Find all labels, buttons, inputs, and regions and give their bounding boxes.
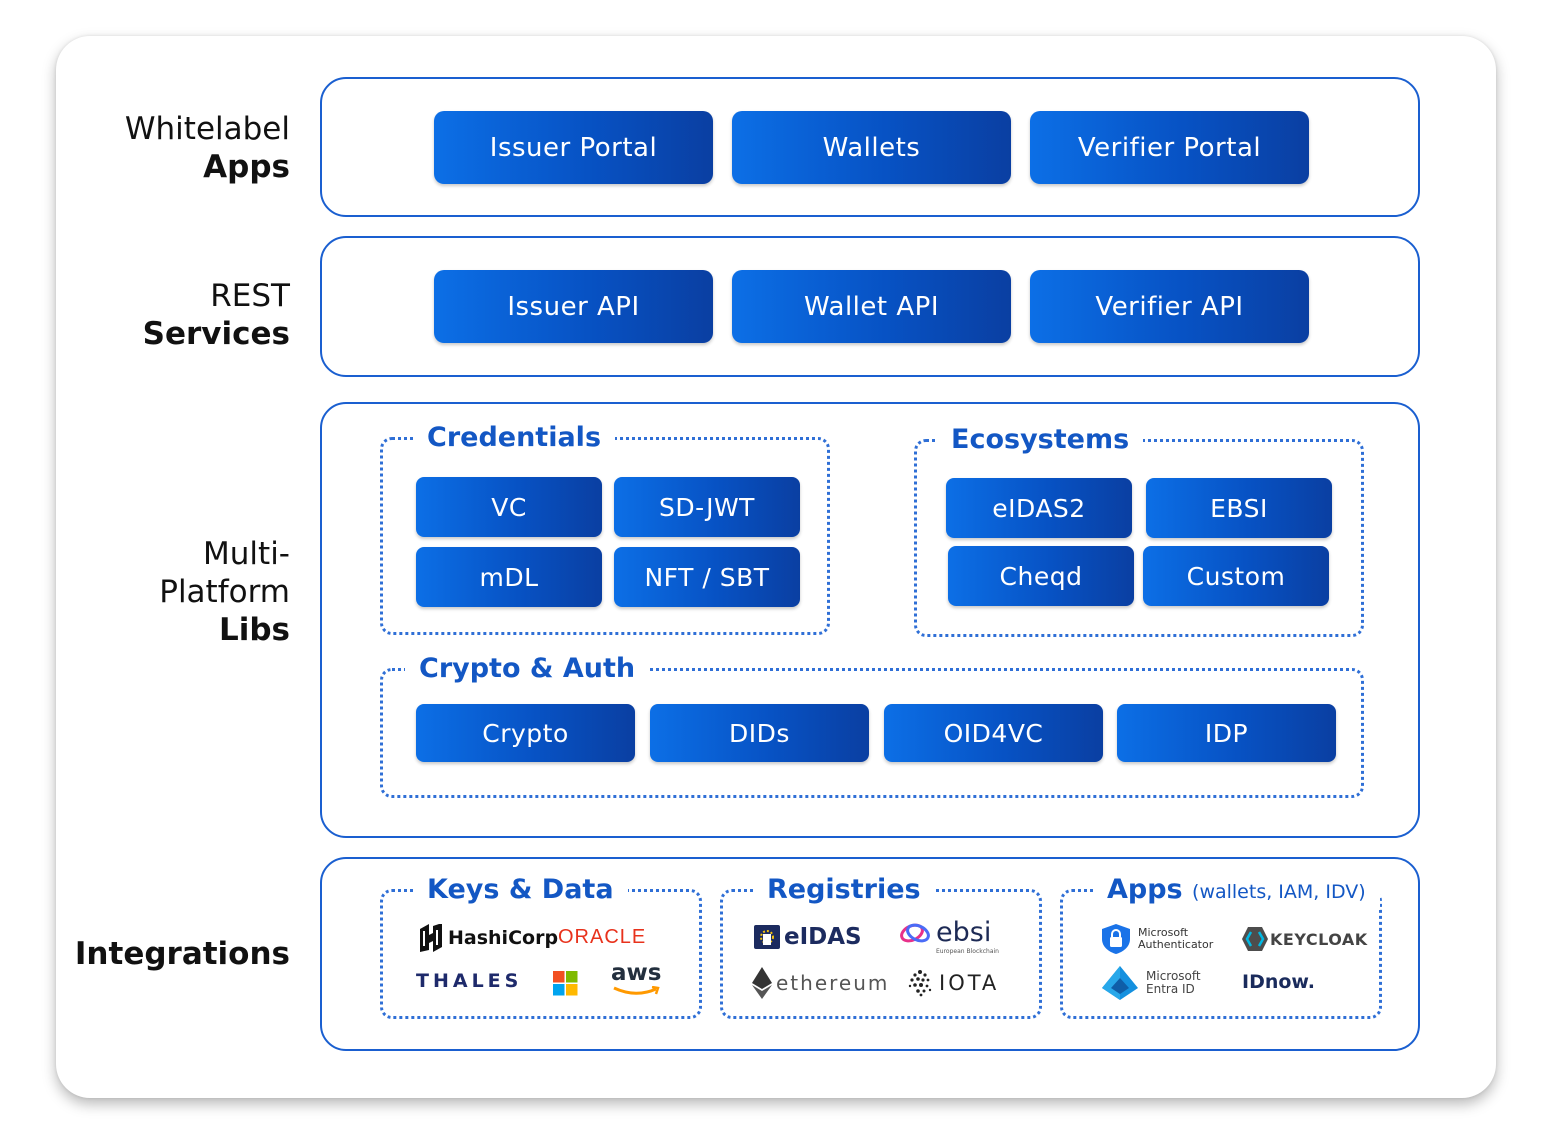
keys-data-group: Keys & Data bbox=[380, 872, 702, 1019]
oracle-text: ORACLE bbox=[558, 926, 647, 948]
wallets-box: Wallets bbox=[732, 111, 1011, 184]
eidas-text: eIDAS bbox=[784, 924, 862, 950]
cheqd-box: Cheqd bbox=[948, 546, 1134, 606]
apps-integrations-group: Apps (wallets, IAM, IDV) bbox=[1060, 872, 1382, 1019]
hashicorp-text: HashiCorp bbox=[448, 927, 559, 949]
ebsi-caption: European Blockchain bbox=[936, 948, 999, 955]
verifier-api-box: Verifier API bbox=[1030, 270, 1309, 343]
issuer-portal-box: Issuer Portal bbox=[434, 111, 713, 184]
authenticator-line2: Authenticator bbox=[1138, 938, 1214, 951]
ebsi-icon bbox=[900, 923, 930, 943]
nft-sbt-box: NFT / SBT bbox=[614, 547, 800, 607]
authenticator-lock-icon bbox=[1102, 924, 1130, 954]
apps-integrations-title-text: Apps bbox=[1107, 874, 1183, 905]
entra-line2: Entra ID bbox=[1146, 982, 1195, 996]
row-label-apps-light: Whitelabel bbox=[124, 111, 290, 147]
row-label-services-light: REST bbox=[210, 278, 290, 314]
ethereum-icon bbox=[752, 967, 772, 999]
registries-title: Registries bbox=[753, 872, 935, 908]
verifier-portal-box: Verifier Portal bbox=[1030, 111, 1309, 184]
ebsi-text: ebsi bbox=[936, 917, 992, 948]
entra-id-icon bbox=[1102, 966, 1138, 1000]
crypto-box: Crypto bbox=[416, 704, 635, 762]
credentials-title: Credentials bbox=[413, 420, 616, 456]
oid4vc-box: OID4VC bbox=[884, 704, 1103, 762]
credentials-group: Credentials bbox=[380, 420, 830, 635]
microsoft-entra-logo: Microsoft Entra ID bbox=[1102, 966, 1201, 1000]
vc-box: VC bbox=[416, 477, 602, 537]
wallet-api-box: Wallet API bbox=[732, 270, 1011, 343]
ecosystems-title: Ecosystems bbox=[937, 422, 1144, 458]
authenticator-text: Microsoft Authenticator bbox=[1138, 927, 1213, 951]
row-label-apps-bold: Apps bbox=[203, 149, 290, 185]
microsoft-authenticator-logo: Microsoft Authenticator bbox=[1102, 924, 1213, 954]
iota-text: IOTA bbox=[939, 971, 1000, 995]
row-label-services: REST Services bbox=[143, 277, 290, 353]
ebsi-logo: ebsi European Blockchain bbox=[898, 918, 999, 955]
idnow-logo: IDnow. bbox=[1242, 971, 1315, 993]
idp-box: IDP bbox=[1117, 704, 1336, 762]
row-label-libs-light2: Platform bbox=[159, 574, 290, 610]
keys-data-title: Keys & Data bbox=[413, 872, 628, 908]
dids-box: DIDs bbox=[650, 704, 869, 762]
aws-smile-icon bbox=[613, 986, 660, 995]
hashicorp-logo: HashiCorp bbox=[418, 924, 558, 952]
microsoft-logo bbox=[553, 971, 578, 996]
oracle-logo: ORACLE bbox=[558, 926, 646, 949]
row-label-integrations-bold: Integrations bbox=[74, 936, 290, 972]
row-label-libs: Multi- Platform Libs bbox=[159, 535, 290, 649]
libs-layer bbox=[320, 402, 1420, 838]
thales-logo: THALES bbox=[416, 970, 522, 992]
row-label-services-bold: Services bbox=[142, 316, 290, 352]
issuer-api-box: Issuer API bbox=[434, 270, 713, 343]
apps-integrations-subtitle: (wallets, IAM, IDV) bbox=[1192, 881, 1366, 903]
iota-logo: IOTA bbox=[905, 968, 999, 998]
aws-text: aws bbox=[611, 960, 662, 986]
eidas2-box: eIDAS2 bbox=[946, 478, 1132, 538]
hashicorp-icon bbox=[420, 924, 442, 952]
registries-group: Registries bbox=[720, 872, 1042, 1019]
ethereum-logo: ethereum bbox=[752, 967, 889, 999]
services-layer bbox=[320, 236, 1420, 377]
row-label-libs-bold: Libs bbox=[218, 612, 290, 648]
authenticator-line1: Microsoft bbox=[1138, 926, 1189, 939]
thales-text: THALES bbox=[416, 970, 523, 992]
entra-line1: Microsoft bbox=[1146, 969, 1201, 983]
keycloak-icon bbox=[1242, 927, 1268, 951]
aws-logo: aws bbox=[611, 960, 661, 996]
ebsi-logo-main: ebsi bbox=[898, 918, 991, 948]
keycloak-text: KEYCLOAK bbox=[1270, 929, 1368, 949]
eidas-icon bbox=[754, 925, 780, 949]
entra-text: Microsoft Entra ID bbox=[1146, 970, 1201, 996]
microsoft-icon bbox=[553, 971, 578, 996]
custom-box: Custom bbox=[1143, 546, 1329, 606]
crypto-auth-group: Crypto & Auth bbox=[380, 651, 1364, 798]
ecosystems-group: Ecosystems bbox=[914, 422, 1364, 637]
sd-jwt-box: SD-JWT bbox=[614, 477, 800, 537]
crypto-auth-title: Crypto & Auth bbox=[405, 651, 650, 687]
mdl-box: mDL bbox=[416, 547, 602, 607]
integrations-layer bbox=[320, 857, 1420, 1051]
apps-layer bbox=[320, 77, 1420, 217]
ebsi-box: EBSI bbox=[1146, 478, 1332, 538]
row-label-integrations: Integrations bbox=[75, 935, 290, 973]
row-label-apps: Whitelabel Apps bbox=[125, 110, 290, 186]
eidas-logo: eIDAS bbox=[754, 924, 862, 950]
apps-integrations-title: Apps (wallets, IAM, IDV) bbox=[1093, 872, 1380, 910]
iota-icon bbox=[908, 970, 932, 997]
ethereum-text: ethereum bbox=[776, 971, 890, 995]
keycloak-logo: KEYCLOAK bbox=[1242, 927, 1368, 951]
row-label-libs-light1: Multi- bbox=[203, 536, 290, 572]
idnow-text: IDnow. bbox=[1242, 971, 1315, 993]
